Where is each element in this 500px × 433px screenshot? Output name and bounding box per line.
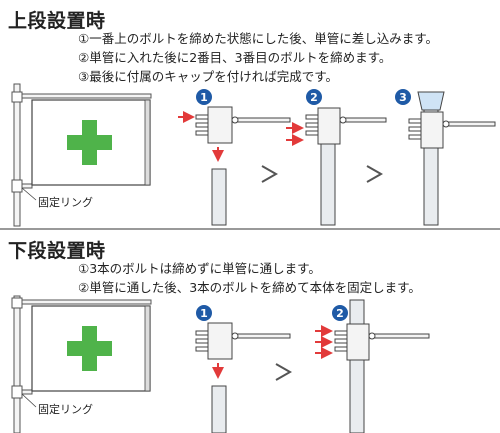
lower-ring-label: 固定リング (38, 403, 93, 416)
upper-step-2-badge (306, 89, 322, 105)
flow-arrow-lower-1 (275, 363, 293, 381)
lower-step-1-clamp (207, 322, 233, 360)
svg-text:2: 2 (310, 91, 318, 104)
upper-step-2-clamp (317, 107, 341, 145)
lower-step-2-pipe (349, 299, 365, 433)
svg-text:3: 3 (399, 91, 407, 104)
lower-instruction-1: ①3本のボルトは締めずに単管に通します。 (78, 261, 321, 276)
lower-sign-assembly (11, 295, 152, 433)
upper-step-2: 2 (286, 89, 387, 226)
lower-title: 下段設置時 (8, 240, 106, 262)
upper-clamp-top (11, 91, 23, 103)
flow-arrow-upper-2 (366, 165, 384, 183)
upper-arm-top (17, 93, 152, 99)
lower-pole (13, 295, 21, 433)
upper-sign-assembly (11, 83, 152, 227)
svg-text:1: 1 (200, 307, 208, 320)
lower-step-1: 1 (195, 305, 291, 433)
upper-step-1-badge (196, 89, 212, 105)
lower-step-1-badge (196, 305, 212, 321)
svg-text:1: 1 (200, 91, 208, 104)
upper-step-3-clamp (420, 111, 444, 149)
upper-fixing-ring (11, 179, 23, 193)
upper-step-1-pipe (211, 168, 227, 226)
upper-ring-label: 固定リング (38, 196, 93, 209)
svg-text:2: 2 (336, 307, 344, 320)
upper-instruction-2: ②単管に入れた後に2番目、3番目のボルトを締めます。 (78, 50, 392, 65)
lower-clamp-top (11, 297, 23, 309)
upper-step-3-cap (417, 91, 445, 111)
upper-instruction-3: ③最後に付属のキャップを付ければ完成です。 (78, 69, 338, 84)
lower-fixing-ring (11, 385, 23, 399)
lower-step-2-badge (332, 305, 348, 321)
upper-instruction-1: ①一番上のボルトを締めた状態にした後、単管に差し込みます。 (78, 31, 438, 46)
upper-step-1: 1 (178, 89, 291, 226)
lower-instruction-2: ②単管に通した後、3本のボルトを締めて本体を固定します。 (78, 280, 421, 295)
flow-arrow-upper-1 (261, 165, 279, 183)
lower-step-2-clamp (346, 323, 370, 361)
upper-step-1-clamp (207, 106, 233, 144)
upper-step-3: 3 (395, 89, 496, 226)
lower-arm-top (17, 299, 152, 305)
upper-title: 上段設置時 (8, 10, 106, 32)
upper-pole (13, 83, 21, 227)
lower-step-2: 2 (315, 299, 430, 433)
lower-step-1-pipe (211, 385, 227, 433)
upper-step-3-badge (395, 89, 411, 105)
